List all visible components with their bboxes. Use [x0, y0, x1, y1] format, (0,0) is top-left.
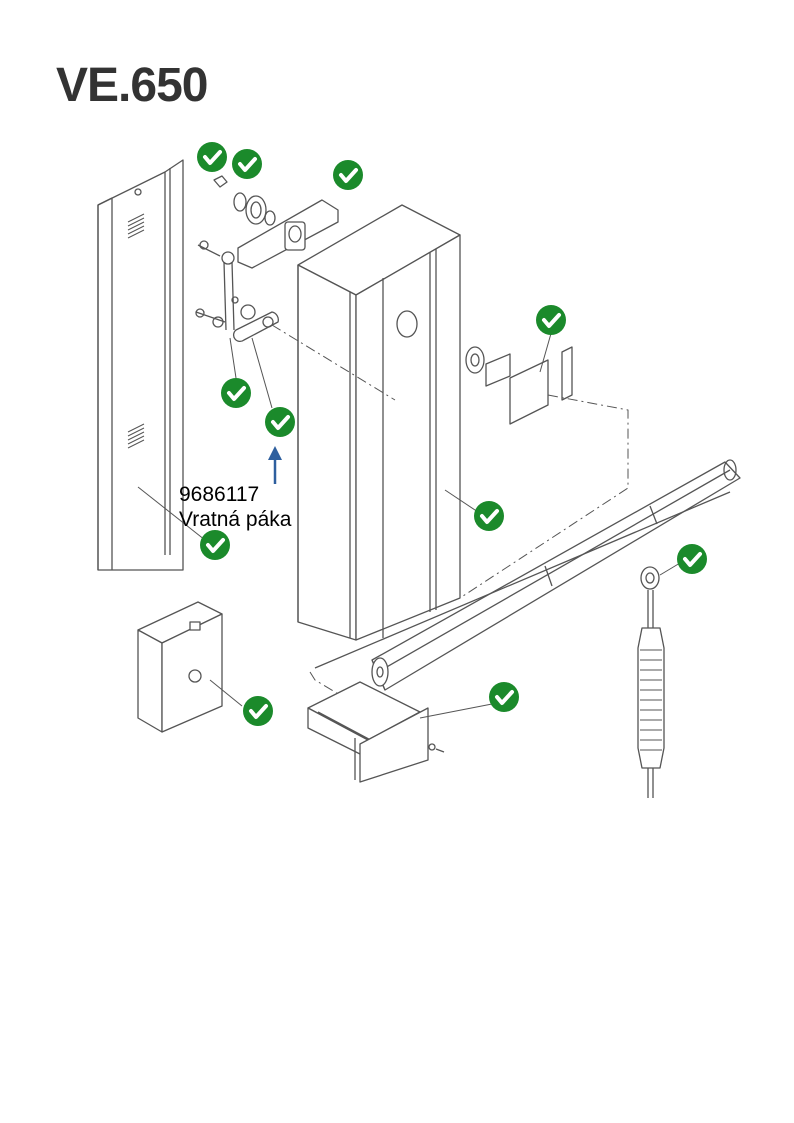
barrier-housing — [297, 204, 479, 641]
part-number: 9686117 — [179, 483, 260, 506]
callout-arrow — [268, 446, 282, 484]
output-shaft-flange — [465, 329, 573, 425]
check-icon — [263, 405, 297, 439]
check-icon — [472, 499, 506, 533]
part-callout-label: 9686117 Vratná páka — [179, 482, 291, 532]
check-icon — [331, 158, 365, 192]
vent-slots-top — [127, 213, 145, 239]
barrier-boom — [314, 459, 741, 691]
vent-slots-bottom — [127, 423, 145, 449]
balance-spring — [637, 562, 681, 798]
check-icon — [230, 147, 264, 181]
cover-panel — [97, 159, 206, 571]
page-title: VE.650 — [56, 59, 208, 112]
check-icon — [219, 376, 253, 410]
crank-arm-assembly — [195, 175, 339, 409]
check-icon — [195, 140, 229, 174]
control-box — [137, 601, 243, 733]
part-name: Vratná páka — [179, 508, 292, 531]
check-icon — [534, 303, 568, 337]
check-icon — [241, 694, 275, 728]
base-rail — [307, 681, 493, 783]
check-icon — [675, 542, 709, 576]
check-icon — [198, 528, 232, 562]
check-icon — [487, 680, 521, 714]
assembly-guide-lines — [271, 324, 629, 696]
